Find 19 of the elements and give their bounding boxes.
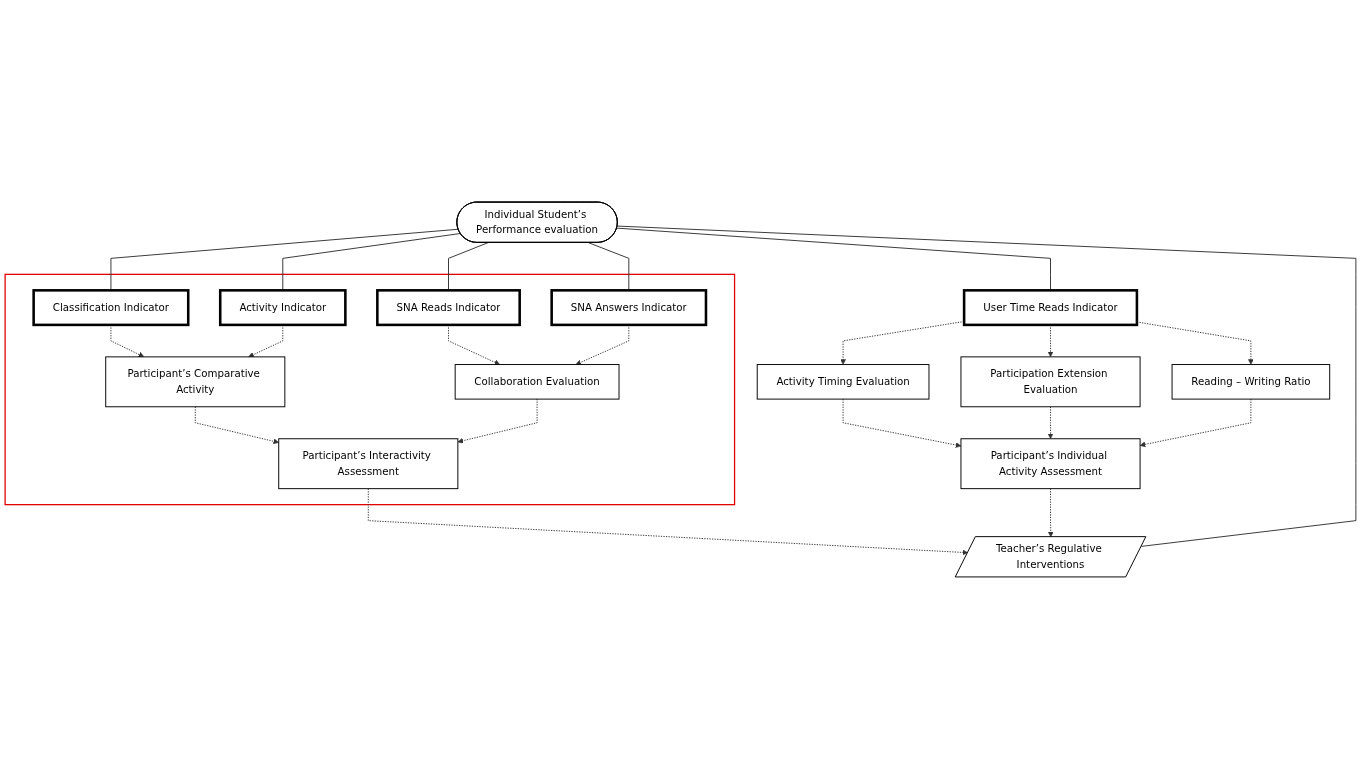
connector <box>448 242 489 291</box>
connector <box>110 228 459 291</box>
node-box: Classification Indicator <box>32 289 190 327</box>
node-box: Participation Extension Evaluation <box>960 356 1141 408</box>
node-box: Collaboration Evaluation <box>454 364 620 400</box>
connector <box>616 227 1051 291</box>
connector <box>282 233 461 291</box>
node-box: Activity Indicator <box>218 289 347 327</box>
node-box: User Time Reads Indicator <box>962 289 1139 327</box>
node-box: Participant’s Individual Activity Assessment <box>960 438 1141 490</box>
connector <box>616 225 1357 547</box>
node-box: Reading – Writing Ratio <box>1171 364 1331 400</box>
connector <box>588 242 630 291</box>
node-box: Participant’s Interactivity Assessment <box>278 438 459 490</box>
cluster <box>4 273 736 506</box>
node-box: SNA Answers Indicator <box>550 289 708 327</box>
node-box: SNA Reads Indicator <box>376 289 521 327</box>
node-box: Participant’s Comparative Activity <box>105 356 286 408</box>
node-box: Activity Timing Evaluation <box>756 364 930 400</box>
